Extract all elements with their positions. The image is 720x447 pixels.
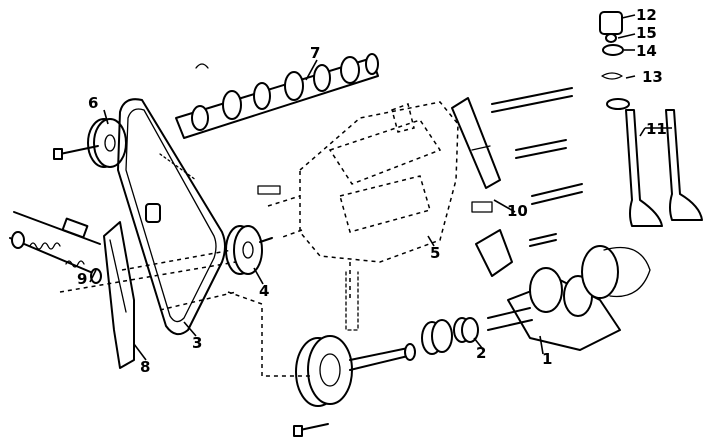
callout-14: 14 (636, 42, 657, 60)
callout-12: 12 (636, 6, 657, 24)
rocker-bracket (451, 97, 513, 277)
valve-spring (601, 72, 623, 80)
tensioner-clamp (145, 203, 161, 223)
camshaft-key-clip (195, 63, 209, 69)
callout-5: 5 (430, 244, 440, 262)
callout-9: 9 (77, 270, 87, 288)
callout-10: 10 (507, 202, 528, 220)
callout-13: 13 (642, 68, 663, 86)
valve-spring-stack (599, 11, 630, 110)
callout-6: 6 (88, 94, 98, 112)
timing-belt-cover (103, 221, 135, 369)
callout-1: 1 (542, 350, 552, 368)
callout-4: 4 (259, 282, 269, 300)
crank-pulley (293, 335, 416, 437)
tappet-bucket (599, 11, 623, 35)
tensioner-spring-assembly (9, 211, 102, 284)
callout-11: 11 (646, 120, 667, 138)
callout-8: 8 (140, 358, 150, 376)
callouts: 1 2 3 4 5 6 7 8 9 10 11 12 15 14 13 (77, 6, 667, 376)
camshaft (175, 53, 379, 139)
crankshaft (487, 245, 651, 351)
callout-7: 7 (310, 44, 320, 62)
spring-retainer (602, 44, 624, 56)
pushrods (491, 87, 583, 247)
callout-3: 3 (192, 334, 202, 352)
valve-keeper (605, 33, 617, 43)
injection-pump (257, 101, 459, 331)
callout-2: 2 (476, 344, 486, 362)
timing-belt (117, 98, 226, 336)
valves (625, 109, 703, 227)
leader-lines (89, 14, 672, 361)
callout-15: 15 (636, 24, 657, 42)
idler-pulley (225, 225, 273, 275)
alignment-lines (59, 195, 312, 377)
crank-sprocket (421, 317, 479, 355)
camshaft-sprocket (53, 118, 127, 168)
